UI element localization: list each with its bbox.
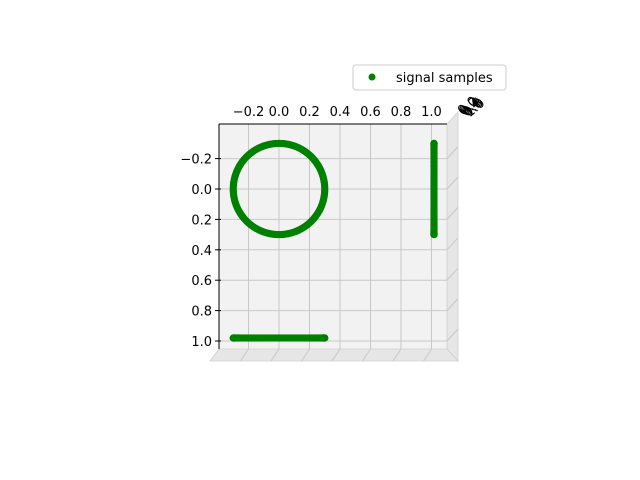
y-side-grid-line	[446, 146, 459, 159]
y-side-grid-line	[446, 267, 459, 281]
x-tick-label: 1.0	[421, 105, 442, 120]
y-tick-label: 0.2	[191, 213, 212, 228]
x-floor-grid-line	[331, 348, 341, 362]
y-tick-label: 1.0	[191, 335, 212, 350]
scatter-point	[321, 183, 329, 192]
y-tick-label: 0.6	[191, 274, 212, 289]
y-side-grid-line	[446, 176, 459, 190]
y-tick-label: 0.8	[191, 305, 212, 320]
y-tick-label: 0.4	[191, 244, 212, 259]
y-tick-label: 0.0	[191, 183, 212, 198]
x-floor-grid-line	[423, 348, 432, 362]
legend-box	[352, 64, 507, 91]
scatter-point	[321, 334, 329, 342]
x-tick-label: 0.4	[330, 105, 351, 120]
legend: signal samples	[352, 64, 507, 91]
x-floor-grid-line	[301, 348, 310, 362]
y-side-grid-line	[446, 207, 459, 220]
x-tick-label: 0.0	[269, 105, 290, 120]
y-side-grid-line	[446, 298, 459, 311]
x-tick-label: 0.2	[299, 105, 320, 120]
x-tick-label: 0.8	[391, 105, 412, 120]
scatter-point	[430, 231, 438, 239]
y-side-grid-line	[446, 237, 459, 251]
axes-frame	[209, 110, 459, 363]
x-tick-label: 0.6	[360, 105, 381, 120]
scatter-points	[229, 139, 438, 342]
axis-lines	[215, 123, 447, 349]
y-side-grid-line	[446, 328, 459, 342]
x-floor-grid-line	[392, 348, 402, 362]
side-pane	[446, 110, 459, 363]
x-tick-label: −0.2	[233, 105, 265, 120]
x-floor-grid-line	[240, 348, 249, 362]
y-tick-label: −0.2	[180, 153, 212, 168]
tick-labels: −0.2 0.0 0.2 0.4 0.6 0.8 1.0 −0.2 0.0 0.2 0.4 0.6 0.…	[180, 94, 488, 350]
x-floor-grid-line	[362, 348, 371, 362]
x-floor-grid-line	[270, 348, 280, 362]
legend-marker	[368, 73, 376, 81]
legend-label: signal samples	[396, 71, 493, 86]
back-pane	[219, 124, 447, 349]
